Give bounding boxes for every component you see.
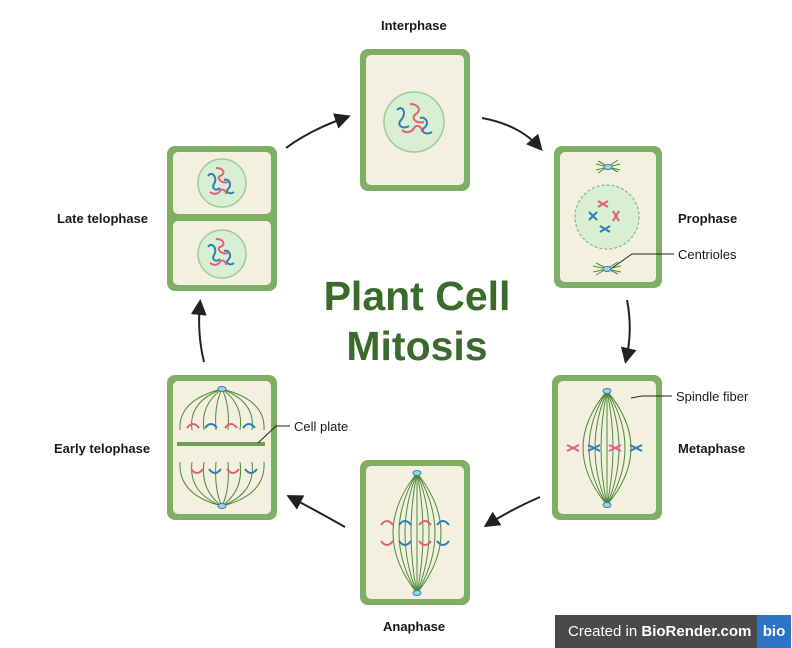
- label-early-telophase: Early telophase: [54, 441, 151, 456]
- chromosome: [419, 116, 433, 135]
- anaphase-cell: [360, 460, 470, 605]
- cycle-arrows: [190, 113, 637, 528]
- annotation-cell-plate: Cell plate: [294, 419, 349, 434]
- chromosome: [409, 103, 425, 124]
- metaphase-cell: [552, 375, 662, 520]
- arrow-early-telophase-to-late-telophase: [190, 299, 207, 363]
- late-telophase-cell: [167, 146, 277, 291]
- centriole-bottom: [592, 261, 622, 276]
- centriole-top: [217, 386, 227, 392]
- chromosome-pair: [588, 200, 620, 233]
- centriole-bottom: [217, 503, 227, 509]
- chromatids-bottom: [190, 468, 258, 474]
- prophase-cell: [554, 146, 662, 288]
- chromatids-top: [186, 423, 256, 429]
- centriole-top: [602, 388, 612, 394]
- spindle-fibers: [392, 472, 442, 594]
- spindle-fiber-leader: [630, 395, 672, 399]
- nucleus: [383, 91, 445, 153]
- arrow-interphase-to-prophase: [481, 117, 543, 152]
- arrow-anaphase-to-early-telophase: [286, 495, 346, 528]
- label-metaphase: Metaphase: [678, 441, 746, 456]
- title-line-2: Mitosis: [346, 323, 488, 369]
- spindle-fibers-bottom: [179, 461, 265, 507]
- metaphase-plate-chromosomes: [566, 444, 643, 452]
- daughter-nucleus-top: [197, 158, 247, 208]
- nuclear-envelope: [574, 184, 640, 250]
- label-anaphase: Anaphase: [383, 619, 446, 634]
- arrow-prophase-to-metaphase: [620, 299, 637, 364]
- chromosome: [396, 107, 410, 129]
- centriole-bottom: [602, 502, 612, 508]
- arrow-metaphase-to-anaphase: [483, 496, 541, 528]
- centriole-bottom: [412, 590, 422, 596]
- daughter-nucleus-bottom: [197, 229, 247, 279]
- early-telophase-cell: [167, 375, 277, 520]
- arrow-late-telophase-to-interphase: [285, 113, 351, 149]
- separating-chromatids: [380, 520, 450, 546]
- title-line-1: Plant Cell: [323, 273, 511, 319]
- annotation-centrioles: Centrioles: [678, 247, 737, 262]
- chromatin-top: [207, 167, 235, 195]
- annotation-spindle-fiber: Spindle fiber: [676, 389, 749, 404]
- cell-plate-leader: [257, 425, 290, 444]
- cell-plate: [177, 442, 265, 446]
- leader-lines: [257, 253, 674, 444]
- label-interphase: Interphase: [381, 18, 447, 33]
- centriole-top: [412, 470, 422, 476]
- centriole-top: [595, 159, 621, 174]
- badge-text: Created in BioRender.com: [568, 623, 752, 640]
- label-late-telophase: Late telophase: [57, 211, 149, 226]
- label-prophase: Prophase: [678, 211, 738, 226]
- biorender-logo-icon: bio: [757, 615, 791, 648]
- centrioles-leader: [611, 253, 674, 269]
- biorender-badge[interactable]: Created in BioRender.com bio: [555, 615, 791, 648]
- interphase-cell: [360, 49, 470, 191]
- chromosome: [401, 124, 423, 134]
- chromatin-bottom: [207, 238, 235, 266]
